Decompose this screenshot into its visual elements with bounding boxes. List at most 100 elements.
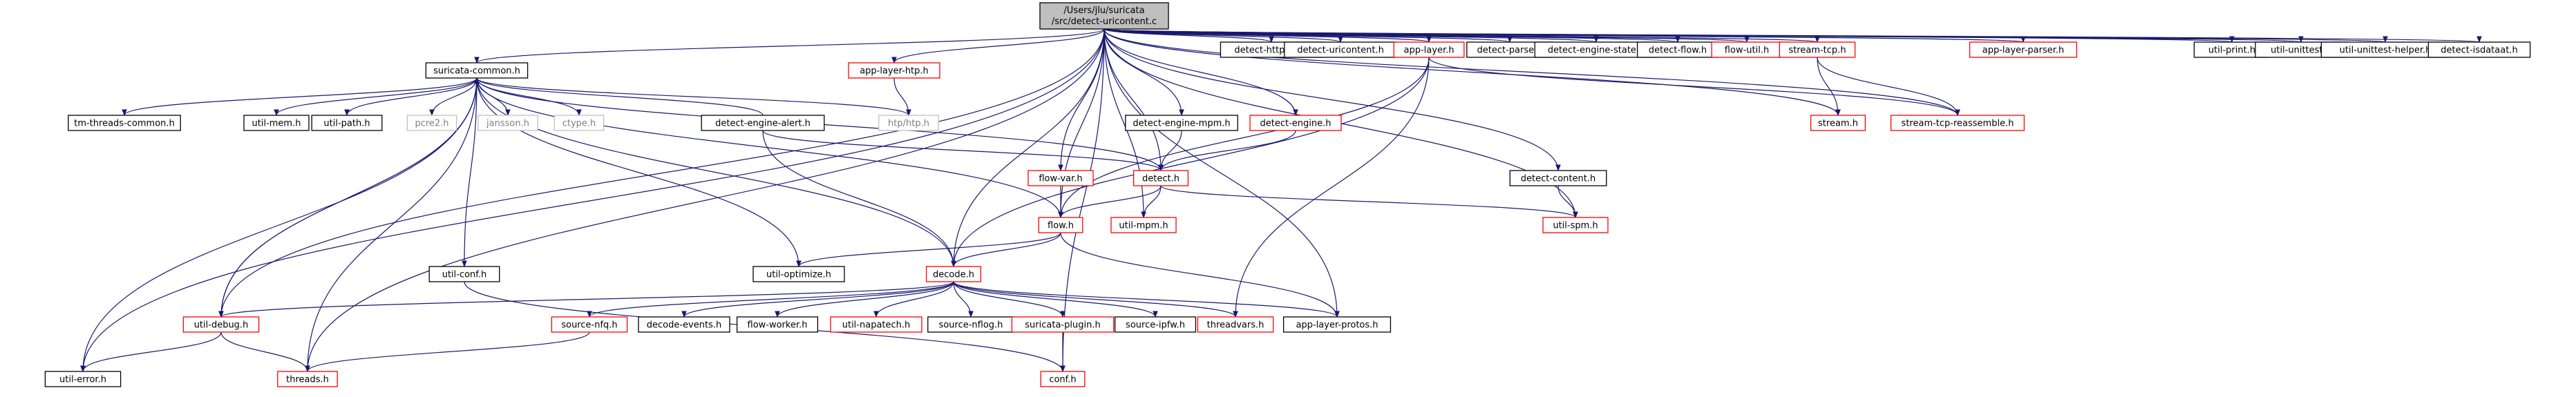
node-detect-engine[interactable]: detect-engine.h	[1249, 115, 1342, 131]
node-label: threadvars.h	[1207, 320, 1265, 331]
node-threadvars[interactable]: threadvars.h	[1197, 316, 1274, 333]
node-util-conf[interactable]: util-conf.h	[428, 266, 500, 282]
node-label: detect-flow.h	[1649, 46, 1707, 56]
edge-flow-h-to-decode	[951, 232, 1061, 267]
edge-root-to-detect-content	[1104, 28, 1561, 171]
edge-decode-to-suricata-common	[474, 77, 954, 267]
node-source-nflog[interactable]: source-nflog.h	[927, 316, 1014, 333]
node-util-napatech[interactable]: util-napatech.h	[830, 316, 922, 333]
nodes-layer: /Users/jlu/suricata /src/detect-uriconte…	[44, 2, 2531, 387]
node-detect-content[interactable]: detect-content.h	[1509, 170, 1607, 186]
edge-app-layer-to-stream-tcp-reassemble	[1428, 57, 1960, 116]
edge-util-debug-to-util-error	[80, 331, 222, 372]
edge-stream-tcp-to-stream-tcp-reassemble	[1817, 57, 1960, 116]
node-stream[interactable]: stream.h	[1810, 115, 1866, 131]
edge-decode-to-util-debug	[218, 281, 954, 318]
node-detect-isdataat[interactable]: detect-isdataat.h	[2427, 41, 2531, 58]
node-tm-threads-common[interactable]: tm-threads-common.h	[68, 115, 181, 131]
node-conf[interactable]: conf.h	[1040, 371, 1086, 387]
edge-stream-tcp-to-stream	[1817, 57, 1841, 116]
node-label: decode.h	[933, 270, 974, 280]
node-app-layer[interactable]: app-layer.h	[1393, 41, 1465, 58]
edge-detect-h-to-flow-h	[1058, 185, 1162, 218]
node-util-spm[interactable]: util-spm.h	[1542, 217, 1609, 233]
edge-detect-engine-alert-to-suricata-common	[474, 77, 764, 116]
node-label: detect.h	[1142, 174, 1180, 184]
node-source-nfq[interactable]: source-nfq.h	[551, 316, 628, 333]
node-threads[interactable]: threads.h	[277, 371, 338, 387]
edge-suricata-common-to-util-conf	[462, 77, 477, 267]
node-label: util-print.h	[2208, 46, 2255, 56]
edge-util-debug-to-suricata-common	[220, 77, 480, 318]
edge-root-to-app-layer-protos	[1104, 28, 1340, 318]
node-app-layer-htp[interactable]: app-layer-htp.h	[848, 62, 940, 79]
node-util-unittest-helper[interactable]: util-unittest-helper.h	[2320, 41, 2450, 58]
edge-detect-h-to-util-mpm	[1141, 185, 1162, 218]
node-label: detect-engine-state.h	[1548, 46, 1645, 56]
edge-root-to-decode	[951, 28, 1105, 267]
node-label: detect-engine-alert.h	[715, 119, 811, 129]
node-label: detect-content.h	[1521, 174, 1595, 184]
edge-detect-h-to-util-spm	[1160, 185, 1578, 218]
node-label: app-layer.h	[1404, 46, 1455, 56]
node-label: source-nfq.h	[561, 320, 617, 331]
node-util-mem[interactable]: util-mem.h	[243, 115, 310, 131]
edge-suricata-common-to-util-optimize	[476, 77, 802, 267]
edge-root-to-detect-engine	[1104, 28, 1298, 116]
node-suricata-plugin[interactable]: suricata-plugin.h	[1011, 316, 1115, 333]
edge-detect-engine-alert-to-decode	[762, 130, 956, 267]
edge-root-to-util-error	[80, 28, 1105, 372]
node-stream-tcp-reassemble[interactable]: stream-tcp-reassemble.h	[1890, 115, 2025, 131]
node-source-ipfw[interactable]: source-ipfw.h	[1114, 316, 1197, 333]
edge-suricata-common-to-tm-threads-common	[122, 77, 477, 116]
node-util-mpm[interactable]: util-mpm.h	[1110, 217, 1177, 233]
edge-app-layer-to-flow-h	[1058, 57, 1430, 218]
node-root-file[interactable]: /Users/jlu/suricata /src/detect-uriconte…	[1039, 2, 1169, 30]
node-jansson: jansson.h	[477, 115, 538, 131]
edge-decode-to-decode-events	[681, 281, 954, 318]
node-decode-events[interactable]: decode-events.h	[638, 316, 730, 333]
node-label: util-unittest.h	[2271, 46, 2331, 56]
node-label: jansson.h	[486, 119, 529, 129]
node-label: util-optimize.h	[766, 270, 831, 280]
node-flow-var[interactable]: flow-var.h	[1027, 170, 1094, 186]
node-flow-util[interactable]: flow-util.h	[1711, 41, 1783, 58]
node-label: ctype.h	[562, 119, 596, 129]
node-util-error[interactable]: util-error.h	[44, 371, 122, 387]
node-detect-engine-mpm[interactable]: detect-engine-mpm.h	[1125, 115, 1238, 131]
node-detect-flow[interactable]: detect-flow.h	[1636, 41, 1719, 58]
node-flow-worker[interactable]: flow-worker.h	[736, 316, 819, 333]
edge-decode-to-util-napatech	[873, 281, 954, 318]
node-util-path[interactable]: util-path.h	[311, 115, 383, 131]
node-decode[interactable]: decode.h	[925, 266, 982, 282]
edge-decode-to-flow-worker	[775, 281, 954, 318]
edge-decode-to-source-nfq	[587, 281, 954, 318]
node-stream-tcp[interactable]: stream-tcp.h	[1779, 41, 1856, 58]
edge-root-to-stream-tcp-reassemble	[1104, 28, 1960, 116]
node-label: flow-worker.h	[748, 320, 808, 331]
node-suricata-common[interactable]: suricata-common.h	[425, 62, 529, 79]
edge-detect-engine-to-detect-h	[1158, 130, 1296, 171]
node-app-layer-protos[interactable]: app-layer-protos.h	[1282, 316, 1392, 333]
edge-root-to-detect-isdataat	[1104, 28, 2481, 43]
node-detect-engine-state[interactable]: detect-engine-state.h	[1534, 41, 1658, 58]
edge-root-to-detect-engine-mpm	[1104, 28, 1184, 116]
edge-source-nfq-to-threads	[305, 331, 590, 372]
node-detect-uricontent-h[interactable]: detect-uricontent.h	[1284, 41, 1397, 58]
node-util-print[interactable]: util-print.h	[2193, 41, 2271, 58]
node-detect-h[interactable]: detect.h	[1133, 170, 1189, 186]
node-label: util-conf.h	[442, 270, 487, 280]
node-label: flow-var.h	[1039, 174, 1082, 184]
node-label: threads.h	[286, 375, 329, 385]
node-util-optimize[interactable]: util-optimize.h	[752, 266, 845, 282]
node-flow-h[interactable]: flow.h	[1038, 217, 1083, 233]
node-util-debug[interactable]: util-debug.h	[182, 316, 260, 333]
node-label: app-layer-protos.h	[1296, 320, 1378, 331]
edge-flow-h-to-util-optimize	[796, 232, 1061, 267]
node-detect-engine-alert[interactable]: detect-engine-alert.h	[701, 115, 825, 131]
node-label: tm-threads-common.h	[74, 119, 175, 129]
node-label: stream-tcp-reassemble.h	[1902, 119, 2014, 129]
node-label: util-spm.h	[1553, 221, 1598, 231]
node-app-layer-parser[interactable]: app-layer-parser.h	[1969, 41, 2078, 58]
node-label: suricata-plugin.h	[1025, 320, 1100, 331]
